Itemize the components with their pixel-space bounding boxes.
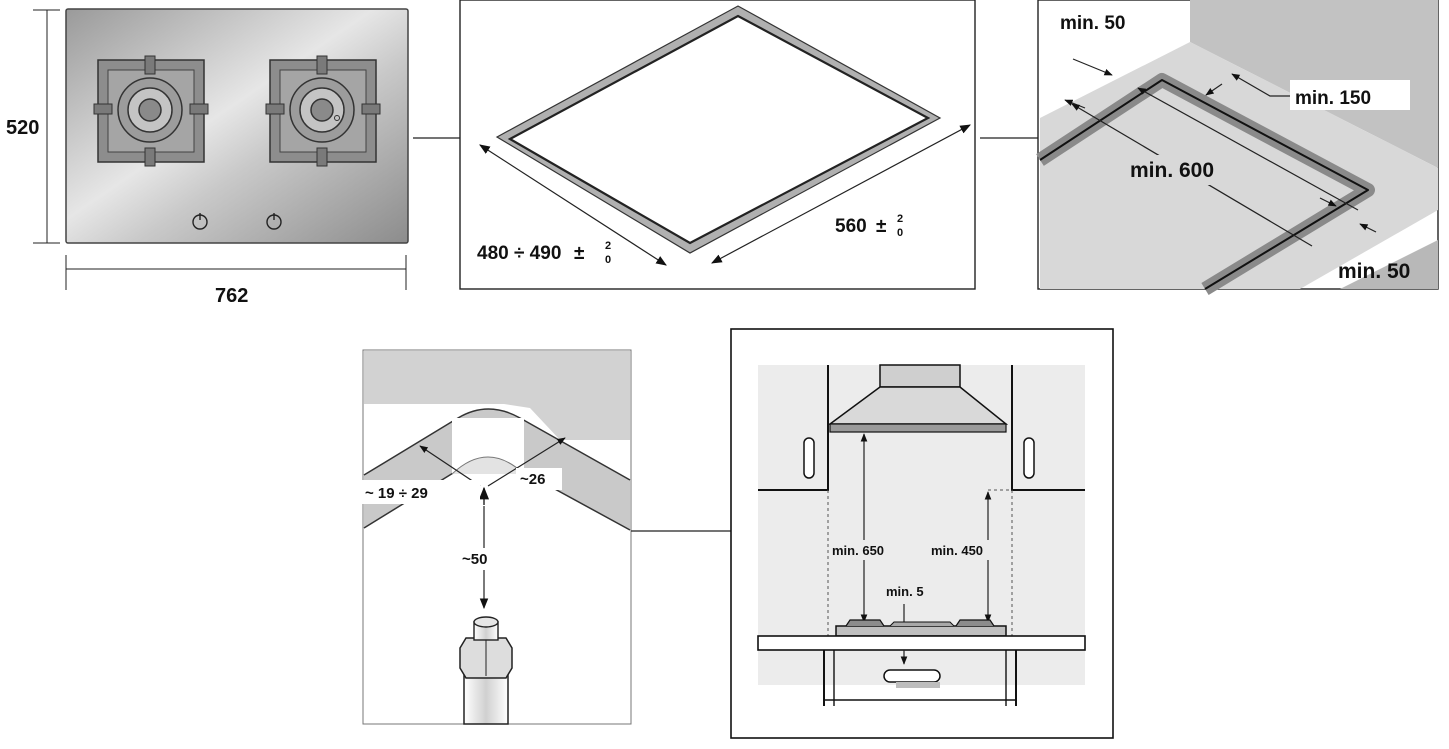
cutout-depth-label: 480 ÷ 490 — [477, 243, 561, 264]
cutout-width-arrow — [711, 124, 971, 264]
hob-underside — [364, 409, 630, 530]
hob-side-view — [835, 619, 1007, 637]
cutout-depth-tol-lower: 0 — [605, 254, 611, 266]
cutout-width-tolerance: ± — [876, 216, 886, 237]
cutout-width-tol-lower: 0 — [897, 227, 903, 239]
hood-chimney — [879, 364, 961, 388]
hob-height-label: 520 — [6, 117, 39, 139]
clearance-panel: min. 50 min. 150 min. 600 min. 50 — [1036, 0, 1439, 295]
gas-offset-left-label: ~ 19 ÷ 29 — [365, 485, 428, 502]
gas-depth-label: ~50 — [462, 551, 487, 568]
hob-top-view: 520 — [6, 8, 460, 307]
cutout-width-label: 560 — [835, 216, 867, 237]
gas-offset-right-label: ~26 — [520, 471, 545, 488]
under-gap-label: min. 5 — [886, 584, 924, 599]
cabinet-handle-left — [803, 437, 815, 479]
hob-width-label: 762 — [215, 285, 248, 307]
control-knob-left — [192, 213, 208, 230]
clearance-back-label: min. 50 — [1060, 13, 1125, 34]
cutout-depth-arrow — [479, 144, 667, 266]
cutout-panel: 480 ÷ 490 ± 2 0 560 ± 2 0 — [459, 0, 1038, 290]
gas-pipe-fitting — [459, 616, 513, 725]
gas-connection-panel: ~ 19 ÷ 29 ~26 ~50 — [362, 349, 732, 725]
cutout-width-tol-upper: 2 — [897, 213, 903, 225]
hood-height-label: min. 650 — [832, 543, 884, 558]
installation-panel: min. 650 min. 450 min. 5 — [730, 328, 1114, 739]
burner-left — [93, 55, 209, 167]
clearance-side-label: min. 150 — [1295, 88, 1371, 109]
cutout-depth-tol-upper: 2 — [605, 240, 611, 252]
cutout-depth-tolerance: ± — [574, 243, 584, 264]
drawer-handle — [883, 669, 941, 683]
clearance-depth-label: min. 600 — [1130, 159, 1214, 182]
cabinet-height-label: min. 450 — [931, 543, 983, 558]
control-knob-right — [266, 213, 282, 230]
clearance-front-label: min. 50 — [1338, 260, 1410, 283]
burner-right — [265, 55, 381, 167]
countertop — [757, 635, 1086, 651]
cabinet-handle-right — [1023, 437, 1035, 479]
